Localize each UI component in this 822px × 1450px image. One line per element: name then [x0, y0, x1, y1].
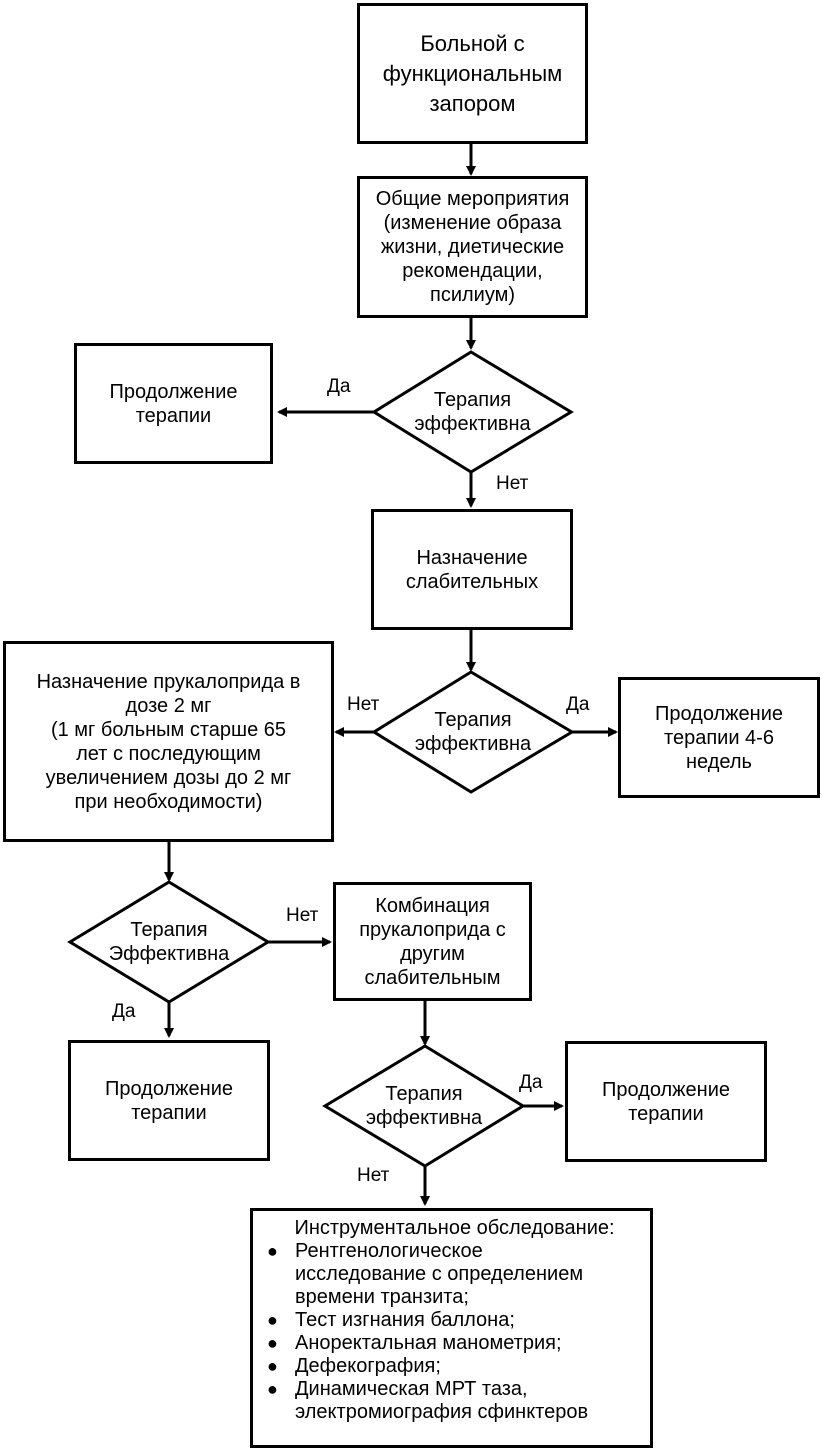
decision2-line: Терапия [434, 709, 512, 731]
bullet-icon: ● [267, 1241, 278, 1261]
general-line: рекомендации, [402, 260, 543, 282]
prucalopride-line: Назначение прукалоприда в [36, 670, 301, 693]
laxatives-line: слабительных [405, 570, 539, 593]
general-line: (изменение образа [383, 212, 562, 234]
decision1-line: эффективна [414, 413, 531, 435]
prucalopride-line: дозе 2 мг [125, 694, 212, 717]
instrumental-item-line: времени транзита; [295, 1286, 469, 1308]
decision2-diamond [371, 670, 575, 794]
instrumental-exam-box: Инструментальное обследование: ● Рентген… [250, 1208, 653, 1448]
instrumental-item: ● Динамическая МРТ таза, электромиографи… [265, 1378, 644, 1424]
decision4-yes-label: Да [519, 1072, 543, 1093]
general-line: жизни, диетические [380, 236, 565, 258]
instrumental-item-line: Динамическая МРТ таза, [295, 1378, 528, 1400]
continue-therapy-box-1: Продолжение терапии [74, 343, 273, 464]
general-line: Общие мероприятия [375, 188, 570, 210]
continue3-line: Продолжение [104, 1077, 234, 1100]
continue-therapy-box-3: Продолжение терапии [68, 1040, 270, 1161]
continue2-line: недель [686, 750, 752, 773]
instrumental-item-line: электромиография сфинктеров [295, 1401, 589, 1423]
start-box: Больной с функциональным запором [357, 3, 588, 144]
combination-box: Комбинация прукалоприда с другим слабите… [333, 882, 532, 1001]
laxatives-box: Назначение слабительных [371, 509, 573, 630]
decision2-text: Терапия эффективна [374, 708, 572, 756]
decision2-no-label: Нет [347, 694, 380, 715]
continue2-line: терапии 4-6 [664, 726, 774, 749]
decision3-diamond [67, 880, 271, 1004]
continue-therapy-box-2: Продолжение терапии 4-6 недель [618, 677, 820, 798]
combination-line: слабительным [364, 966, 501, 989]
decision4-no-label: Нет [357, 1165, 390, 1186]
start-line: запором [429, 90, 516, 116]
decision4-diamond [322, 1044, 526, 1168]
instrumental-item-line: исследование с определением [295, 1263, 584, 1285]
decision3-line: Эффективна [108, 943, 230, 965]
instrumental-item: ● Аноректальная манометрия; [265, 1332, 644, 1355]
decision4-line: Терапия [385, 1083, 463, 1105]
decision1-line: Терапия [433, 389, 512, 411]
decision1-diamond [371, 350, 574, 474]
decision1-no-label: Нет [496, 473, 529, 494]
instrumental-item: ● Дефекография; [265, 1355, 644, 1378]
decision4-line: эффективна [365, 1107, 483, 1129]
prucalopride-line: лет с последующим [76, 742, 261, 765]
combination-line: прукалоприда с [359, 918, 506, 941]
instrumental-title: Инструментальное обследование: [294, 1217, 615, 1239]
instrumental-item-line: Дефекография; [295, 1355, 441, 1377]
combination-line: Комбинация [375, 894, 490, 917]
continue-therapy-box-4: Продолжение терапии [565, 1041, 767, 1162]
bullet-icon: ● [267, 1310, 278, 1330]
continue4-line: Продолжение [601, 1078, 731, 1101]
decision2-line: эффективна [414, 733, 532, 755]
prucalopride-line: при необходимости) [74, 790, 263, 813]
bullet-icon: ● [267, 1379, 278, 1399]
continue1-line: терапии [135, 404, 212, 427]
start-line: функциональным [382, 60, 563, 86]
decision3-no-label: Нет [286, 905, 319, 926]
decision3-text: Терапия Эффективна [70, 918, 268, 966]
continue1-line: Продолжение [109, 380, 238, 403]
general-measures-box: Общие мероприятия (изменение образа жизн… [357, 176, 588, 318]
instrumental-item-line: Аноректальная манометрия; [295, 1332, 562, 1354]
continue4-line: терапии [628, 1102, 704, 1125]
decision1-text: Терапия эффективна [374, 388, 571, 436]
instrumental-item-line: Тест изгнания баллона; [295, 1309, 515, 1331]
decision2-yes-label: Да [566, 694, 590, 715]
decision3-line: Терапия [130, 919, 208, 941]
instrumental-item: ● Тест изгнания баллона; [265, 1309, 644, 1332]
continue3-line: терапии [131, 1101, 207, 1124]
start-line: Больной с [420, 30, 525, 56]
instrumental-list: ● Рентгенологическое исследование с опре… [265, 1240, 644, 1424]
instrumental-item: ● Рентгенологическое исследование с опре… [265, 1240, 644, 1309]
bullet-icon: ● [267, 1333, 278, 1353]
prucalopride-line: (1 мг больным старше 65 [50, 718, 287, 741]
bullet-icon: ● [267, 1356, 278, 1376]
laxatives-line: Назначение [416, 546, 528, 569]
continue2-line: Продолжение [654, 702, 784, 725]
general-line: псилиум) [429, 284, 516, 306]
decision4-text: Терапия эффективна [325, 1082, 523, 1130]
instrumental-item-line: Рентгенологическое [295, 1240, 483, 1262]
decision1-yes-label: Да [327, 376, 351, 397]
prucalopride-box: Назначение прукалоприда в дозе 2 мг (1 м… [3, 641, 334, 842]
decision3-yes-label: Да [112, 1001, 136, 1022]
prucalopride-line: увеличением дозы до 2 мг [45, 766, 292, 789]
combination-line: другим [400, 942, 465, 965]
